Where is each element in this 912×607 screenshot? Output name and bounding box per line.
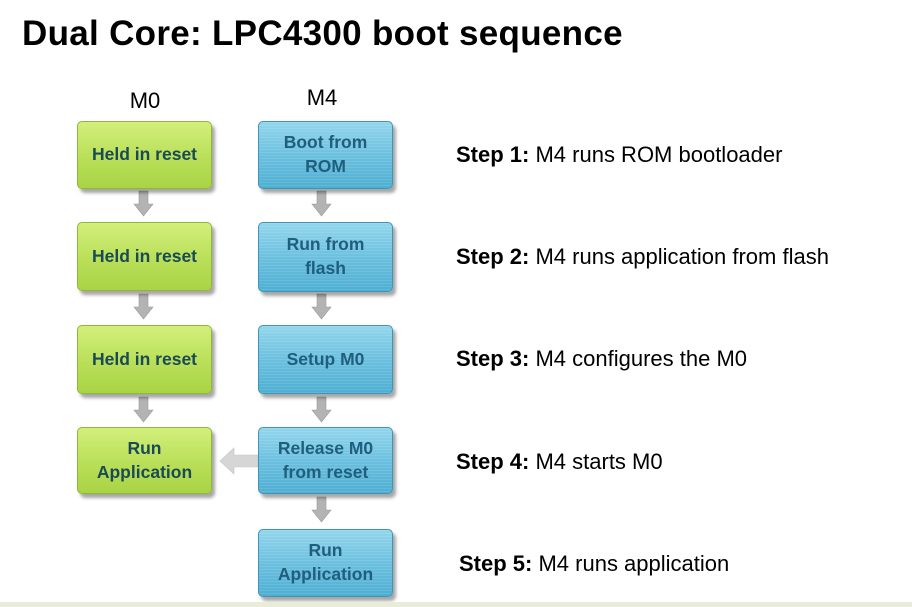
- m4-box-run-application: Run Application: [258, 529, 393, 597]
- m0-box-held-in-reset-1: Held in reset: [77, 121, 212, 189]
- m0-arrow-1-2: [133, 190, 154, 217]
- step-5-label: Step 5:: [459, 551, 533, 576]
- step-1-text: M4 runs ROM bootloader: [529, 142, 783, 167]
- step-2-text: M4 runs application from flash: [529, 244, 829, 269]
- m4-box-setup-m0: Setup M0: [258, 325, 393, 394]
- m4-box-boot-from-rom: Boot from ROM: [258, 121, 393, 189]
- slide-title: Dual Core: LPC4300 boot sequence: [22, 14, 623, 53]
- step-4-label: Step 4:: [456, 449, 530, 474]
- m4-arrow-4-5: [311, 496, 332, 523]
- step-2: Step 2: M4 runs application from flash: [456, 244, 829, 270]
- m4-column-header: M4: [306, 85, 338, 110]
- step-1: Step 1: M4 runs ROM bootloader: [456, 142, 782, 168]
- step-5: Step 5: M4 runs application: [459, 551, 729, 577]
- release-arrow-icon: [219, 447, 259, 475]
- m4-box-release-m0: Release M0 from reset: [258, 427, 393, 494]
- m4-arrow-3-4: [311, 396, 332, 423]
- m4-arrow-2-3: [311, 293, 332, 320]
- step-3: Step 3: M4 configures the M0: [456, 346, 747, 372]
- m4-arrow-1-2: [311, 190, 332, 217]
- m0-arrow-2-3: [133, 293, 154, 320]
- step-4-text: M4 starts M0: [529, 449, 663, 474]
- step-1-label: Step 1:: [456, 142, 530, 167]
- m4-box-run-from-flash: Run from flash: [258, 222, 393, 292]
- m0-column-header: M0: [129, 88, 161, 113]
- m0-box-held-in-reset-2: Held in reset: [77, 222, 212, 291]
- slide-footer-strip: [0, 602, 912, 607]
- m0-box-held-in-reset-3: Held in reset: [77, 325, 212, 394]
- m0-arrow-3-4: [133, 396, 154, 423]
- m0-box-run-application: Run Application: [77, 427, 212, 494]
- step-3-text: M4 configures the M0: [529, 346, 748, 371]
- step-3-label: Step 3:: [456, 346, 530, 371]
- step-2-label: Step 2:: [456, 244, 530, 269]
- step-5-text: M4 runs application: [532, 551, 730, 576]
- step-4: Step 4: M4 starts M0: [456, 449, 663, 475]
